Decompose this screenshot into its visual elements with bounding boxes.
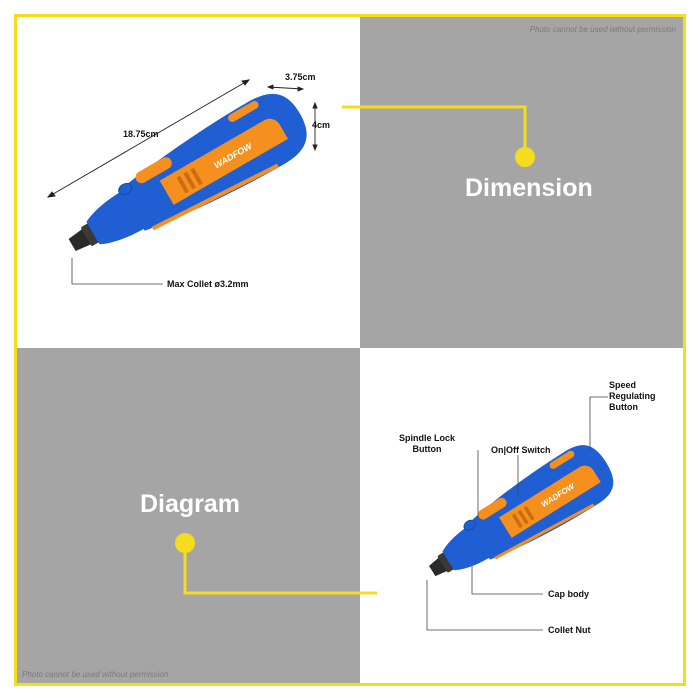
watermark-top: Photo cannot be used without permission bbox=[529, 25, 676, 34]
width-label: 3.75cm bbox=[285, 72, 316, 82]
collet-nut-label: Collet Nut bbox=[548, 625, 591, 635]
spindle-lock-label: Spindle Lock Button bbox=[398, 433, 455, 454]
dimension-connector bbox=[342, 105, 535, 167]
height-label: 4cm bbox=[312, 120, 331, 130]
dimension-label-panel bbox=[360, 17, 683, 348]
rotary-tool-dimension: WADFOW bbox=[68, 93, 307, 252]
length-arrow bbox=[46, 79, 251, 198]
dimension-title: Dimension bbox=[465, 174, 593, 202]
diagram-leader-lines bbox=[426, 396, 608, 631]
cap-body-label: Cap body bbox=[548, 589, 590, 599]
on-off-switch-label: On|Off Switch bbox=[491, 445, 551, 455]
height-arrow bbox=[312, 101, 318, 152]
length-label: 18.75cm bbox=[123, 129, 159, 139]
diagram-label-panel bbox=[17, 348, 360, 683]
diagram-title: Diagram bbox=[140, 490, 241, 518]
rotary-tool-diagram: WADFOW bbox=[429, 445, 614, 577]
diagram-connector bbox=[175, 533, 377, 595]
width-arrow bbox=[266, 84, 305, 92]
collet-leader-line bbox=[71, 258, 163, 285]
collet-label: Max Collet ø3.2mm bbox=[167, 279, 249, 289]
watermark-bottom: Photo cannot be used without permission bbox=[22, 670, 169, 679]
speed-button-label: Speed Regulating Button bbox=[609, 380, 656, 412]
